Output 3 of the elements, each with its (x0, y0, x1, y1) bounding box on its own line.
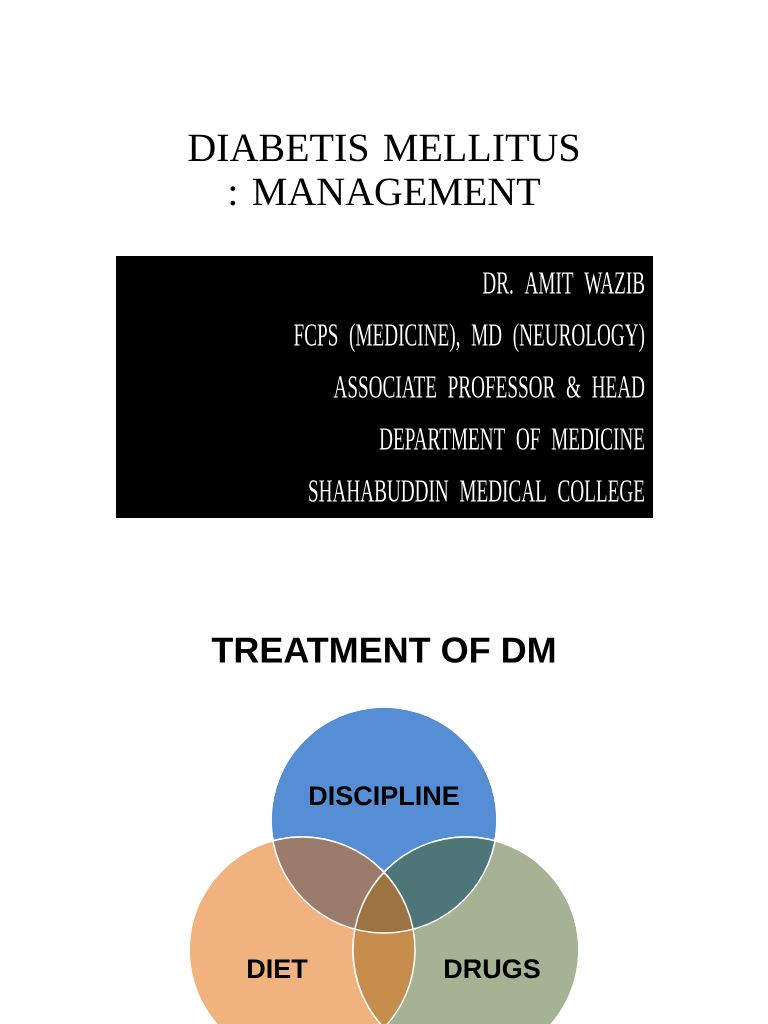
slide-heading: TREATMENT OF DM (211, 637, 555, 663)
author-box: DR. AMIT WAZIB FCPS (MEDICINE), MD (NEUROLOGY) ASSOCIATE PROFESSOR & HEAD DEPARTMENT OF MEDICINE SHAHABUDDIN MEDICAL COLLEGE (116, 256, 653, 518)
slide-title: DIABETIS MELLITUS : MANAGEMENT (188, 134, 579, 206)
